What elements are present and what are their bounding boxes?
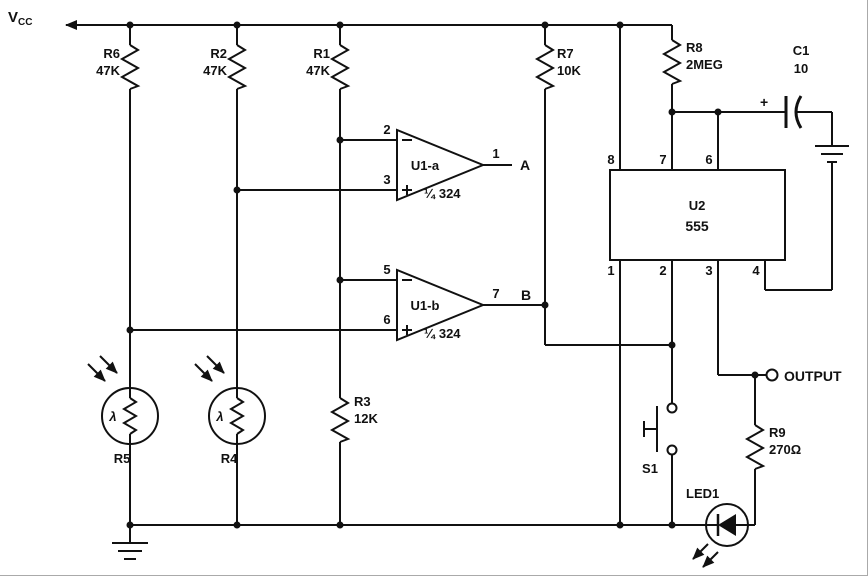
u2-ref: U2	[689, 198, 706, 213]
noninverting-input-icon	[402, 185, 412, 195]
r8-value: 2MEG	[686, 57, 723, 72]
resistor-r1: R1 47K	[306, 44, 351, 90]
wires	[65, 20, 833, 543]
r6-ref: R6	[103, 46, 120, 61]
u2-pin-8: 8	[607, 152, 614, 167]
resistor-r6: R6 47K	[96, 44, 141, 90]
switch-s1: S1	[642, 402, 678, 476]
c1-value: 10	[794, 61, 808, 76]
r7-value: 10K	[557, 63, 581, 78]
r1-ref: R1	[313, 46, 330, 61]
resistor-r9: R9 270Ω	[744, 424, 801, 470]
capacitor-c1: + C1 10	[760, 43, 810, 129]
net-label-a: A	[520, 157, 530, 173]
r9-value: 270Ω	[769, 442, 801, 457]
r2-value: 47K	[203, 63, 227, 78]
opamp-triangle	[396, 128, 486, 202]
vcc-label: VCC	[8, 9, 32, 28]
u2-pin-2: 2	[659, 263, 666, 278]
resistor-r3: R3 12K	[329, 394, 378, 443]
net-label-b: B	[521, 287, 531, 303]
r1-value: 47K	[306, 63, 330, 78]
resistor-r8: R8 2MEG	[661, 39, 723, 85]
resistor-r7: R7 10K	[534, 44, 581, 90]
r2-ref: R2	[210, 46, 227, 61]
resistor-zigzag	[119, 44, 141, 90]
junction-dots	[126, 21, 759, 529]
lambda-icon: λ	[215, 409, 223, 424]
light-emit-arrow-icon	[702, 551, 719, 568]
led-led1: LED1	[686, 486, 749, 568]
noninverting-input-icon	[402, 325, 412, 335]
u1a-pin-inv: 2	[383, 122, 390, 137]
opamp-triangle	[396, 268, 486, 342]
ic-u2-555: U2 555 8 7 6 1 2 3 4	[607, 152, 786, 278]
photocell-r5: λ R5	[87, 355, 159, 466]
u2-pin-3: 3	[705, 263, 712, 278]
led1-ref: LED1	[686, 486, 719, 501]
u1b-pin-out: 7	[492, 286, 499, 301]
r4-ref: R4	[221, 451, 238, 466]
r8-ref: R8	[686, 40, 703, 55]
c1-ref: C1	[793, 43, 810, 58]
cap-plate-negative	[794, 95, 803, 129]
led-anode-triangle	[718, 514, 736, 536]
photocell-r4: λ R4	[194, 355, 266, 466]
u2-part: 555	[685, 218, 709, 234]
r3-ref: R3	[354, 394, 371, 409]
resistor-r2: R2 47K	[203, 44, 248, 90]
r3-value: 12K	[354, 411, 378, 426]
output-terminal: OUTPUT	[765, 368, 842, 384]
u1a-ref: U1-a	[411, 158, 440, 173]
u2-pin-7: 7	[659, 152, 666, 167]
light-arrow-icon	[206, 355, 225, 374]
switch-contact	[666, 402, 678, 414]
s1-ref: S1	[642, 461, 658, 476]
ground-symbol-topright	[815, 145, 849, 163]
u1a-pin-noninv: 3	[383, 172, 390, 187]
output-label: OUTPUT	[784, 368, 842, 384]
u1b-pin-inv: 5	[383, 262, 390, 277]
u2-pin-4: 4	[752, 263, 760, 278]
light-emit-arrow-icon	[692, 543, 709, 560]
lambda-icon: λ	[108, 409, 116, 424]
r5-ref: R5	[114, 451, 131, 466]
light-arrow-icon	[99, 355, 118, 374]
c1-polarity-plus: +	[760, 94, 768, 110]
u2-pin-6: 6	[705, 152, 712, 167]
r6-value: 47K	[96, 63, 120, 78]
light-arrow-icon	[194, 363, 213, 382]
u1b-pin-noninv: 6	[383, 312, 390, 327]
light-arrow-icon	[87, 363, 106, 382]
ic-body	[609, 169, 786, 261]
u1a-pin-out: 1	[492, 146, 499, 161]
r7-ref: R7	[557, 46, 574, 61]
r9-ref: R9	[769, 425, 786, 440]
ground-symbol-bottomleft	[112, 542, 148, 560]
u1b-ref: U1-b	[411, 298, 440, 313]
terminal-circle	[765, 368, 779, 382]
switch-contact	[666, 444, 678, 456]
u2-pin-1: 1	[607, 263, 614, 278]
